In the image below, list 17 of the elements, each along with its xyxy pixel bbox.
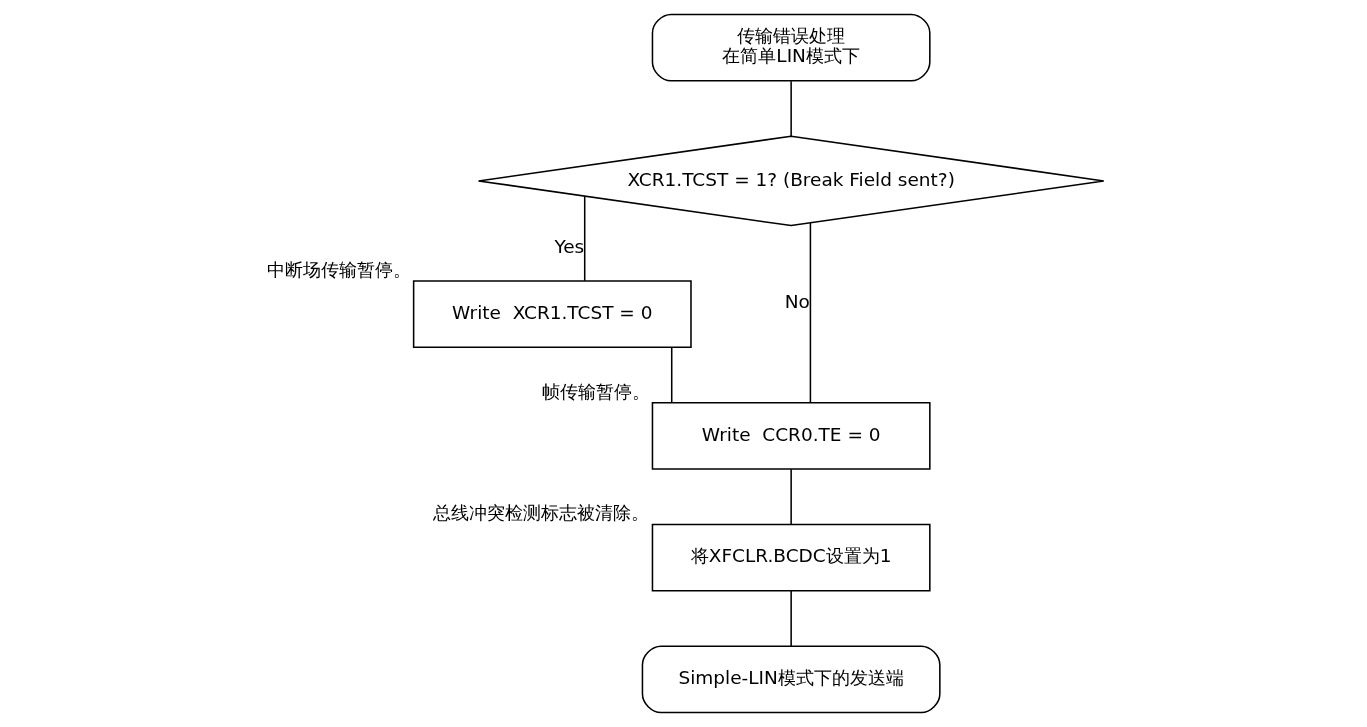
edge-label: No bbox=[784, 290, 810, 312]
node-diamond: XCR1.TCST = 1? (Break Field sent?) bbox=[477, 135, 1104, 227]
node-box: Simple-LIN模式下的发送端 bbox=[641, 645, 941, 714]
node-box: 将XFCLR.BCDC设置为1 bbox=[651, 523, 931, 592]
connector bbox=[789, 590, 792, 647]
node-box: Write CCR0.TE = 0 bbox=[651, 402, 931, 470]
node-label: 中断场传输暂停。 bbox=[266, 258, 411, 280]
connector bbox=[809, 222, 811, 404]
node-label: 总线冲突检测标志被清除。 bbox=[432, 502, 649, 524]
connector bbox=[670, 346, 672, 404]
edge-label: Yes bbox=[553, 236, 584, 258]
connector bbox=[789, 80, 792, 137]
node-label: 帧传输暂停。 bbox=[541, 380, 650, 402]
node-box: 传输错误处理 在简单LIN模式下 bbox=[651, 13, 931, 82]
connector bbox=[583, 195, 585, 282]
node-box: Write XCR1.TCST = 0 bbox=[412, 280, 692, 349]
connector bbox=[789, 468, 792, 526]
